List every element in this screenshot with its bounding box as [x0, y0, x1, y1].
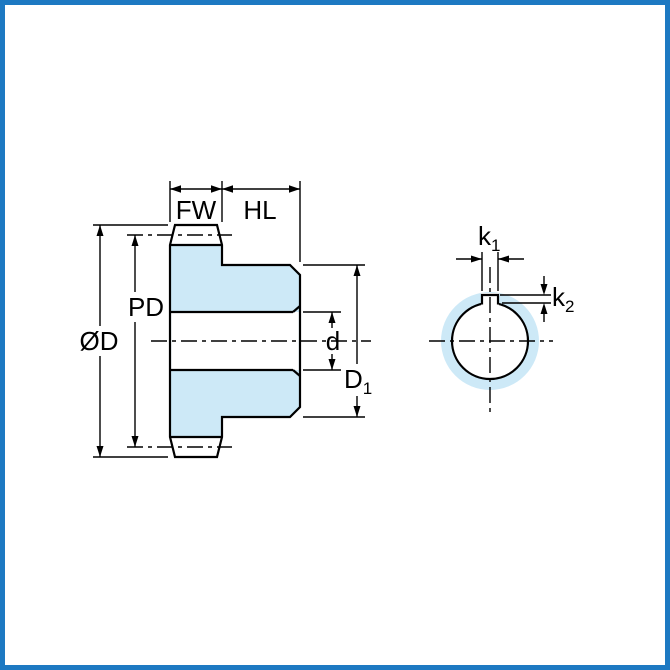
dim-label-od: ØD: [80, 326, 119, 356]
keyway-outline: [480, 293, 500, 305]
dim-label-k1: k1: [478, 221, 500, 255]
dim-label-d1-base: D: [344, 364, 363, 394]
dim-label-d1: D1: [344, 364, 372, 398]
dim-label-fw: FW: [176, 195, 217, 225]
dim-label-k1-sub: 1: [491, 236, 500, 255]
dim-hub-diameter: D1: [303, 264, 372, 418]
dim-hub-length: HL: [222, 181, 301, 262]
arrowhead: [540, 284, 548, 295]
gear-end-view: [429, 267, 553, 415]
arrowhead: [471, 255, 482, 263]
arrowhead: [328, 312, 336, 323]
arrowhead: [498, 255, 509, 263]
dim-face-width: FW: [169, 181, 223, 225]
gear-profile-outline: [168, 223, 302, 459]
dim-label-k2: k2: [552, 282, 574, 316]
dim-label-pd: PD: [128, 292, 164, 322]
arrowhead: [211, 185, 222, 193]
arrowhead: [96, 225, 104, 236]
dim-label-k2-sub: 2: [565, 297, 574, 316]
arrowhead: [170, 185, 181, 193]
bore-chamfer-bottom: [292, 369, 301, 377]
dim-label-d: d: [326, 326, 340, 356]
dim-outside-diameter: ØD: [80, 224, 168, 458]
arrowhead: [131, 436, 139, 447]
arrowhead: [353, 265, 361, 276]
arrowhead: [540, 303, 548, 314]
arrowhead: [289, 185, 300, 193]
arrowhead: [222, 185, 233, 193]
dim-label-k2-base: k: [552, 282, 566, 312]
arrowhead: [131, 235, 139, 246]
gear-cross-section-view: [127, 223, 371, 459]
dim-keyway-depth: k2: [500, 276, 574, 322]
dim-label-hl: HL: [243, 195, 276, 225]
arrowhead: [96, 446, 104, 457]
bore-chamfer-top: [292, 305, 301, 313]
dim-label-d1-sub: 1: [363, 379, 372, 398]
dim-bore-diameter: d: [303, 311, 341, 371]
arrowhead: [328, 359, 336, 370]
dim-label-k1-base: k: [478, 221, 492, 251]
arrowhead: [353, 406, 361, 417]
dim-pitch-diameter: PD: [128, 235, 164, 447]
dim-keyway-width: k1: [456, 221, 524, 291]
